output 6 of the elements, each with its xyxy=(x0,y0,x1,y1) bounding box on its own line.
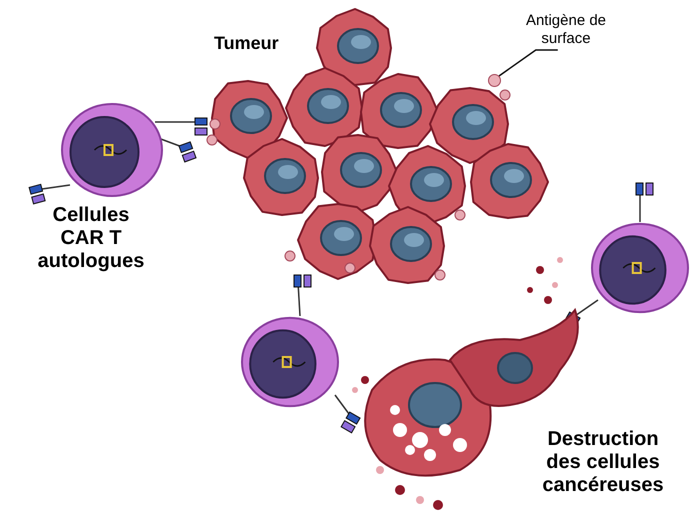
callout-label: Antigène de surface xyxy=(525,12,607,48)
car-t-cells-label: Cellules CAR T autologues xyxy=(36,204,146,273)
antigen-bump xyxy=(488,74,501,87)
tumor-label: Tumeur xyxy=(214,33,280,54)
destruction-label: Destruction des cellules cancéreuses xyxy=(541,428,665,497)
leader-line xyxy=(498,49,558,77)
